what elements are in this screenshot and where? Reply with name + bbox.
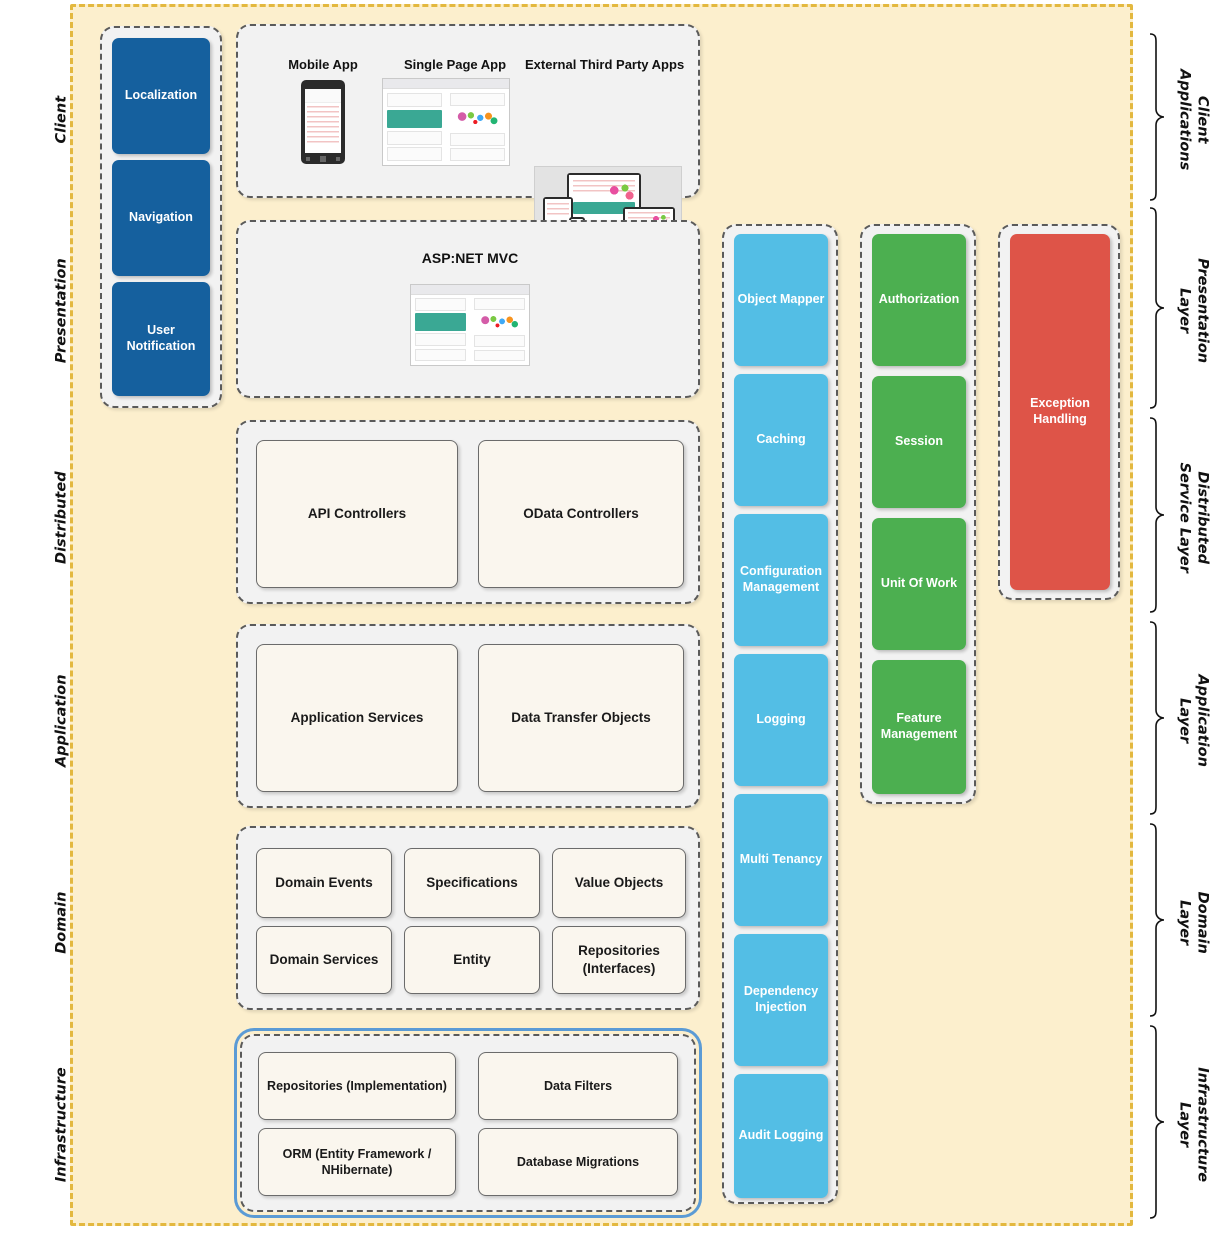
tile-configuration-management[interactable]: Configuration Management	[734, 514, 828, 646]
distributed-service-layer-group: API Controllers OData Controllers	[236, 420, 700, 604]
cross-cutting-green-group: Authorization Session Unit Of Work Featu…	[860, 224, 976, 804]
card-odata-controllers[interactable]: OData Controllers	[478, 440, 684, 588]
right-label-distributed-service-layer: Distributed Service Layer	[1177, 462, 1211, 573]
tile-object-mapper[interactable]: Object Mapper	[734, 234, 828, 366]
tile-dependency-injection[interactable]: Dependency Injection	[734, 934, 828, 1066]
card-specifications[interactable]: Specifications	[404, 848, 540, 918]
right-label-domain-layer: Domain Layer	[1177, 891, 1211, 954]
client-app-label-external: External Third Party Apps	[525, 57, 685, 72]
cross-cutting-left-group: Localization Navigation User Notificatio…	[100, 26, 222, 408]
card-api-controllers[interactable]: API Controllers	[256, 440, 458, 588]
card-database-migrations[interactable]: Database Migrations	[478, 1128, 678, 1196]
presentation-title: ASP:NET MVC	[421, 250, 519, 266]
mobile-phone-mockup	[301, 80, 345, 164]
right-label-presentation-layer: Presentation Layer	[1177, 258, 1211, 364]
right-brace-distributed-service-layer: Distributed Service Layer	[1146, 416, 1211, 614]
card-domain-events[interactable]: Domain Events	[256, 848, 392, 918]
card-data-transfer-objects[interactable]: Data Transfer Objects	[478, 644, 684, 792]
tile-feature-management[interactable]: Feature Management	[872, 660, 966, 794]
tile-multi-tenancy[interactable]: Multi Tenancy	[734, 794, 828, 926]
card-value-objects[interactable]: Value Objects	[552, 848, 686, 918]
card-data-filters[interactable]: Data Filters	[478, 1052, 678, 1120]
card-entity[interactable]: Entity	[404, 926, 540, 994]
card-repositories-implementation[interactable]: Repositories (Implementation)	[258, 1052, 456, 1120]
client-app-label-spa: Single Page App	[403, 57, 507, 72]
tile-session[interactable]: Session	[872, 376, 966, 508]
tile-authorization[interactable]: Authorization	[872, 234, 966, 366]
cross-cutting-sky-group: Object Mapper Caching Configuration Mana…	[722, 224, 838, 1204]
right-brace-client-applications: Client Applications	[1146, 32, 1211, 202]
tile-exception-handling[interactable]: Exception Handling	[1010, 234, 1110, 590]
tile-audit-logging[interactable]: Audit Logging	[734, 1074, 828, 1198]
tile-caching[interactable]: Caching	[734, 374, 828, 506]
tile-navigation[interactable]: Navigation	[112, 160, 210, 276]
domain-layer-group: Domain Events Specifications Value Objec…	[236, 826, 700, 1010]
tile-unit-of-work[interactable]: Unit Of Work	[872, 518, 966, 650]
dashboard-mockup-spa	[382, 78, 510, 166]
client-app-label-mobile: Mobile App	[288, 57, 358, 72]
right-brace-infrastructure-layer: Infrastructure Layer	[1146, 1024, 1211, 1220]
right-brace-application-layer: Application Layer	[1146, 620, 1211, 816]
dashboard-mockup-mvc	[410, 284, 530, 366]
right-brace-domain-layer: Domain Layer	[1146, 822, 1211, 1018]
infrastructure-layer-group: Repositories (Implementation) Data Filte…	[240, 1034, 696, 1212]
presentation-group: ASP:NET MVC	[236, 220, 700, 398]
card-orm[interactable]: ORM (Entity Framework / NHibernate)	[258, 1128, 456, 1196]
card-application-services[interactable]: Application Services	[256, 644, 458, 792]
right-brace-presentation-layer: Presentation Layer	[1146, 206, 1211, 410]
right-label-client-applications: Client Applications	[1177, 69, 1211, 171]
cross-cutting-red-group: Exception Handling	[998, 224, 1120, 600]
right-label-application-layer: Application Layer	[1177, 674, 1211, 767]
card-domain-services[interactable]: Domain Services	[256, 926, 392, 994]
right-label-infrastructure-layer: Infrastructure Layer	[1177, 1067, 1211, 1183]
card-repositories-interfaces[interactable]: Repositories (Interfaces)	[552, 926, 686, 994]
client-applications-group: Mobile App Single Page App External Thir…	[236, 24, 700, 254]
application-layer-group: Application Services Data Transfer Objec…	[236, 624, 700, 808]
tile-localization[interactable]: Localization	[112, 38, 210, 154]
tile-logging[interactable]: Logging	[734, 654, 828, 786]
tile-user-notification[interactable]: User Notification	[112, 282, 210, 396]
